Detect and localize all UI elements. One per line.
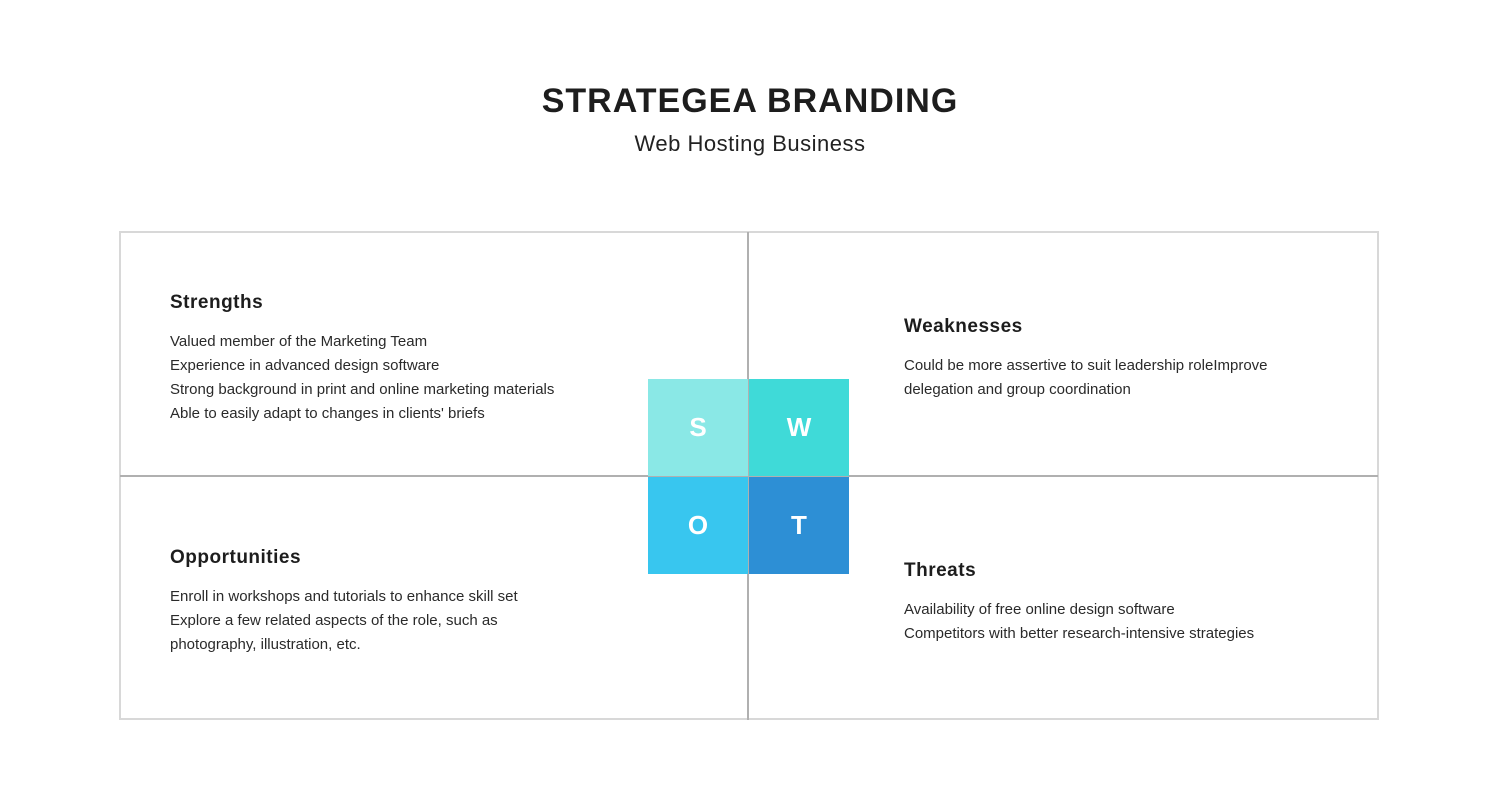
weaknesses-quadrant: Weaknesses Could be more assertive to su… (904, 316, 1314, 402)
tile-letter: W (786, 412, 812, 442)
opportunity-item: Explore a few related aspects of the rol… (170, 612, 498, 653)
weakness-item: Could be more assertive to suit leadersh… (904, 357, 1268, 398)
strength-item: Strong background in print and online ma… (170, 381, 555, 398)
threat-item: Availability of free online design softw… (904, 601, 1175, 618)
tile-letter: T (791, 510, 807, 540)
opportunities-quadrant: Opportunities Enroll in workshops and tu… (170, 547, 570, 657)
strengths-quadrant: Strengths Valued member of the Marketing… (170, 292, 554, 426)
page-subtitle: Web Hosting Business (634, 131, 866, 156)
strength-item: Valued member of the Marketing Team (170, 333, 428, 350)
opportunity-item: Enroll in workshops and tutorials to enh… (170, 588, 518, 605)
threat-item: Competitors with better research-intensi… (904, 625, 1255, 642)
horizontal-divider (120, 475, 1378, 477)
swot-tile-s: S (648, 379, 748, 476)
weaknesses-heading: Weaknesses (904, 316, 1023, 337)
swot-tile-o: O (648, 477, 748, 574)
page-title: STRATEGEA BRANDING (541, 82, 959, 120)
tile-letter: O (687, 510, 709, 540)
strength-item: Able to easily adapt to changes in clien… (170, 405, 485, 422)
threats-quadrant: Threats Availability of free online desi… (904, 560, 1254, 646)
opportunities-heading: Opportunities (170, 547, 302, 568)
strength-item: Experience in advanced design software (170, 357, 440, 374)
swot-tile-w: W (749, 379, 849, 476)
swot-tile-t: T (749, 477, 849, 574)
strengths-heading: Strengths (170, 292, 264, 313)
threats-heading: Threats (904, 560, 977, 581)
tile-letter: S (689, 412, 707, 442)
